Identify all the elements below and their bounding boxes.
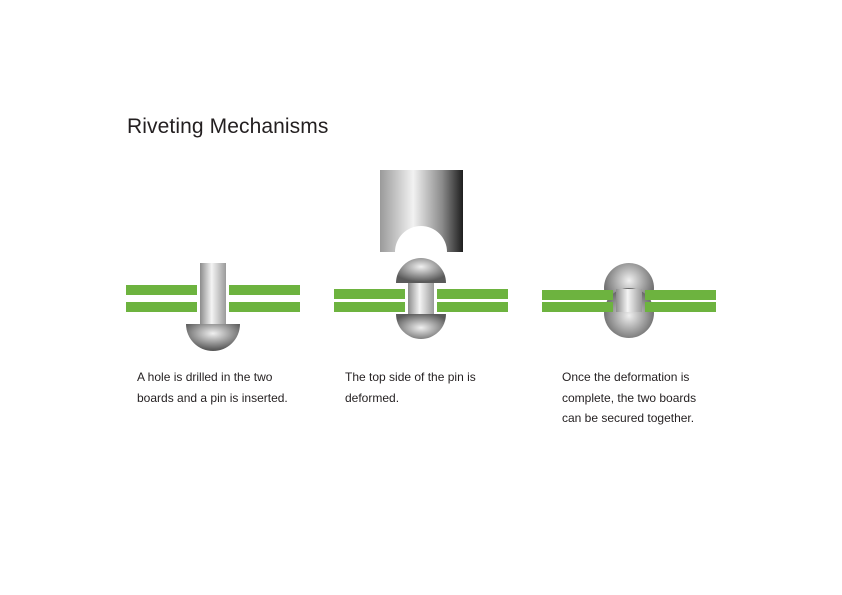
board-top-left	[126, 285, 197, 295]
page-title: Riveting Mechanisms	[127, 115, 329, 138]
board-bottom-right	[437, 302, 508, 312]
step-2-illustration	[334, 170, 508, 339]
caption-line: complete, the two boards	[562, 390, 697, 405]
board-top-right	[645, 290, 716, 300]
board-bottom-right	[645, 302, 716, 312]
forming-die	[380, 170, 463, 252]
step-3-illustration	[542, 263, 716, 338]
board-top-right	[437, 289, 508, 299]
board-bottom-left	[126, 302, 197, 312]
caption-line: Once the deformation is	[562, 370, 690, 384]
rivet-shaft	[200, 263, 226, 325]
board-top-left	[542, 290, 613, 300]
caption-line: can be secured together.	[562, 411, 695, 425]
rivet-shaft	[616, 289, 642, 312]
caption-line: The top side of the pin is	[345, 370, 476, 384]
board-bottom-left	[542, 302, 613, 312]
rivet-head	[396, 314, 446, 339]
board-bottom-left	[334, 302, 405, 312]
caption-line: boards and a pin is inserted.	[137, 390, 288, 405]
caption-line: deformed.	[345, 390, 400, 405]
board-bottom-right	[229, 302, 300, 312]
step-2-caption: The top side of the pin is deformed.	[345, 367, 525, 408]
step-3-caption: Once the deformation is complete, the tw…	[562, 367, 742, 429]
board-top-right	[229, 285, 300, 295]
step-1-illustration	[126, 263, 300, 351]
deformed-top-head	[396, 258, 446, 283]
board-top-left	[334, 289, 405, 299]
rivet-head	[186, 324, 240, 351]
step-1-caption: A hole is drilled in the two boards and …	[137, 367, 317, 408]
caption-line: A hole is drilled in the two	[137, 370, 273, 384]
